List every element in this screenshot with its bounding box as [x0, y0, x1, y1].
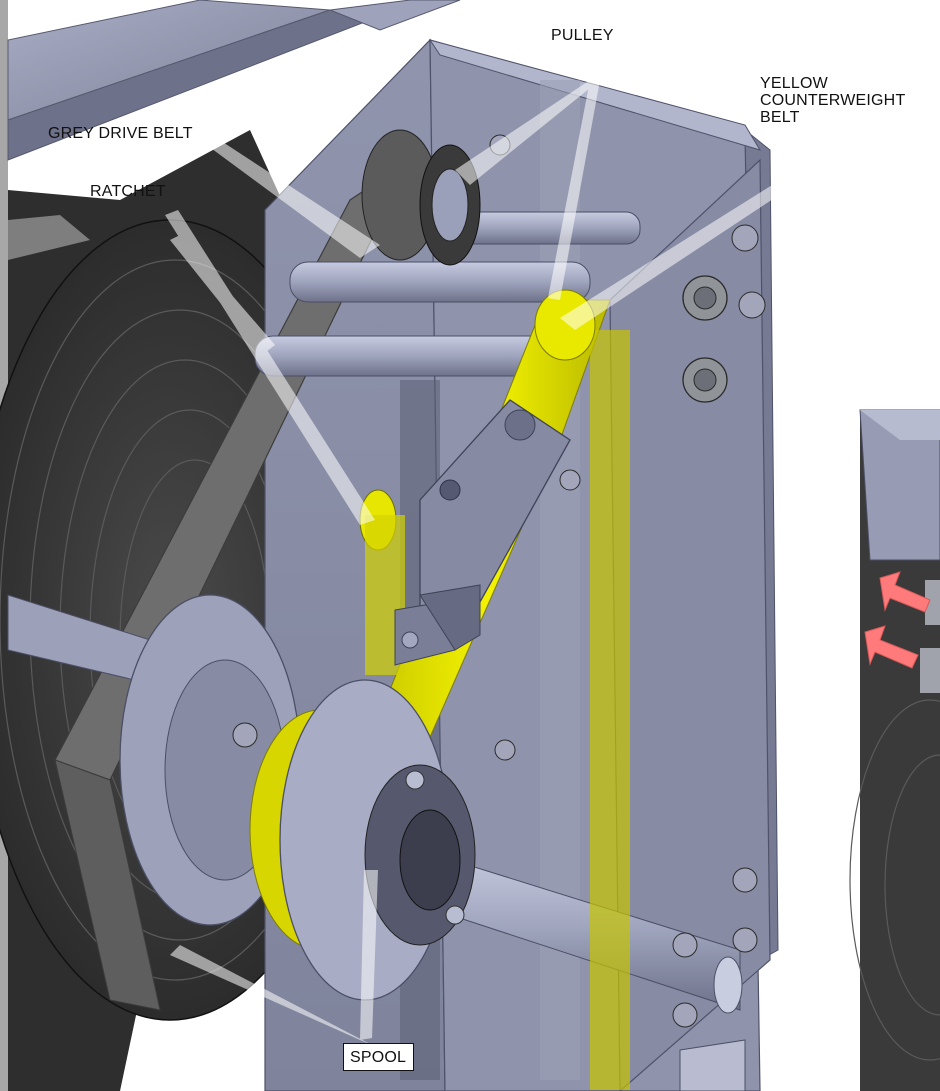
- rear-panel-top: [8, 215, 90, 260]
- direction-arrow-icon-1: [879, 571, 931, 613]
- floor-bracket: [679, 1039, 746, 1091]
- bolts: [232, 134, 766, 1028]
- callout-leaders: [165, 80, 832, 1045]
- yellow-belt-vertical: [590, 330, 630, 1090]
- label-spool: SPOOL: [343, 1043, 415, 1071]
- direction-arrow-icon-2: [864, 625, 919, 669]
- switch-block: [394, 584, 481, 666]
- label-ratchet: RATCHET: [90, 183, 166, 200]
- spool-assembly: [119, 594, 476, 1001]
- label-yellow-counterweight-belt: YELLOW COUNTERWEIGHT BELT: [760, 75, 906, 126]
- label-pulley: PULLEY: [551, 27, 614, 44]
- label-grey-drive-belt: GREY DRIVE BELT: [48, 125, 193, 142]
- ratchet-arm: [419, 399, 571, 621]
- grey-drive-belt-lower: [54, 759, 161, 1011]
- ratchet-gear: [359, 489, 405, 675]
- inset-view: [849, 409, 940, 1091]
- top-beam: [7, 0, 461, 161]
- top-pulley: [361, 129, 481, 266]
